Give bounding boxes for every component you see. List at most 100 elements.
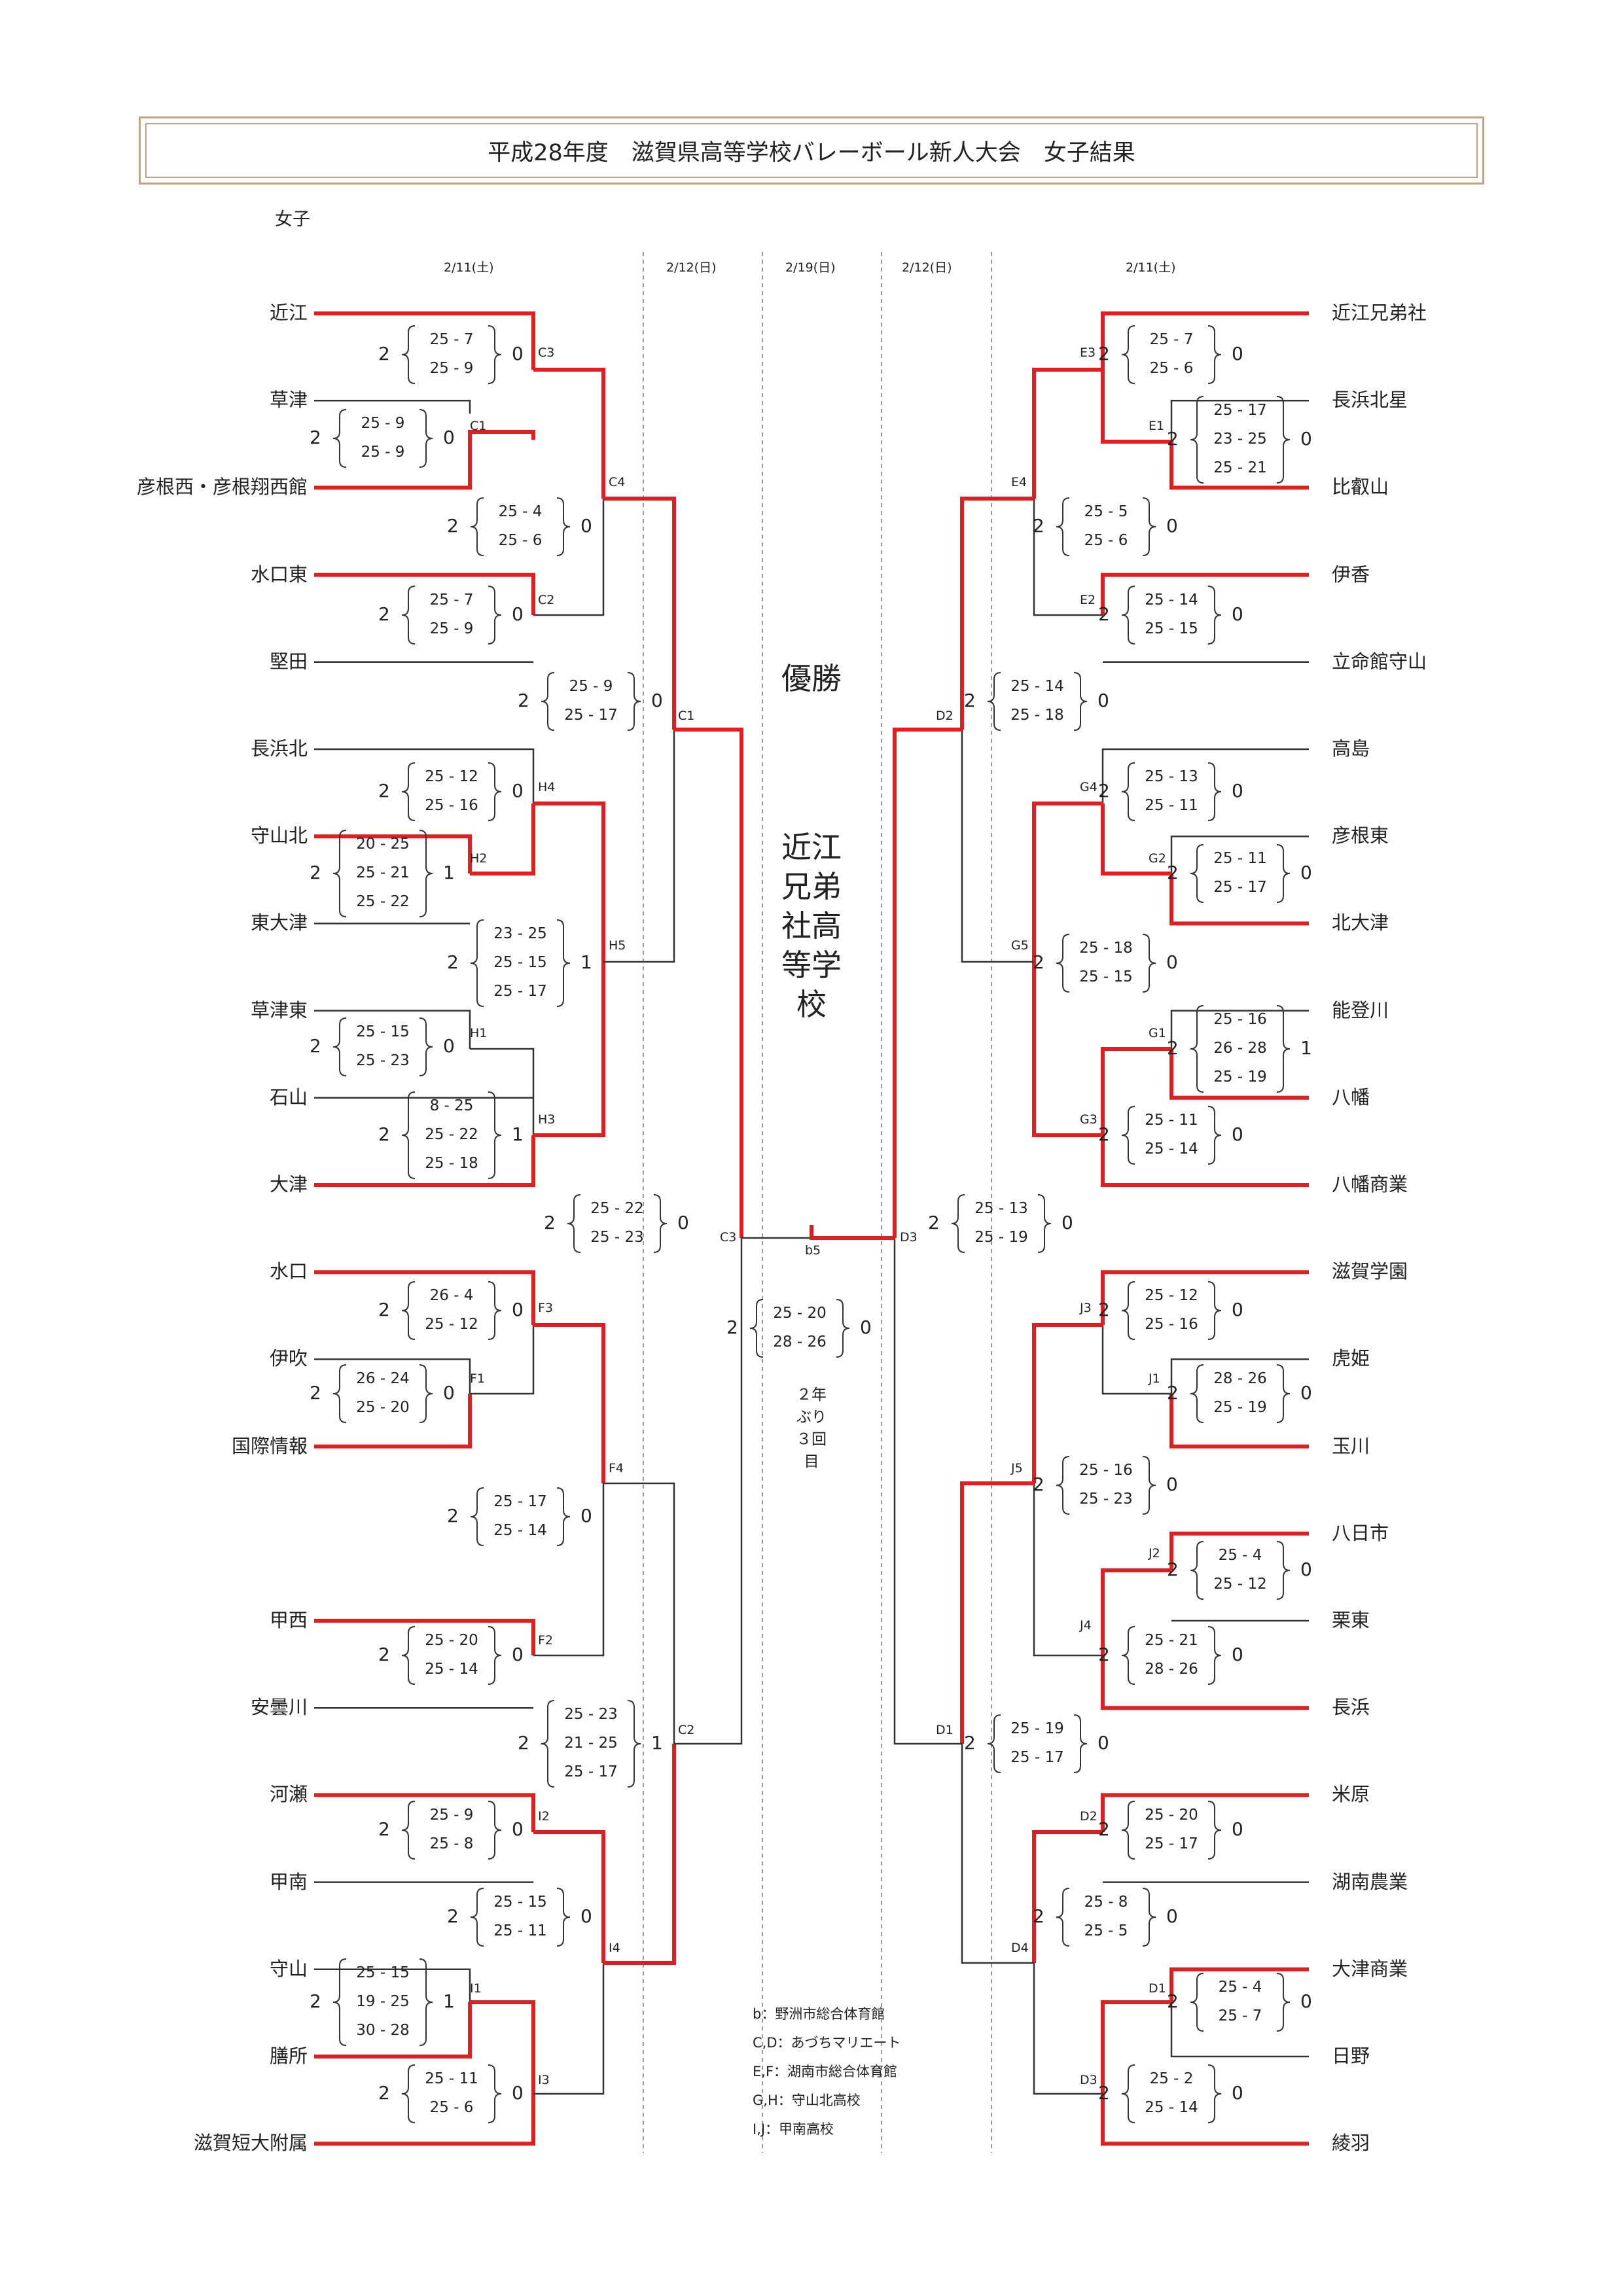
match-code: D3 <box>1080 2073 1097 2087</box>
right-brace <box>556 919 571 1007</box>
sets-won: 2 <box>726 1316 738 1338</box>
venue-line: G,H：守山北高校 <box>753 2093 861 2108</box>
set-score: 25 - 6 <box>498 532 543 549</box>
set-score: 25 - 18 <box>1079 940 1133 957</box>
match-code: E4 <box>1011 475 1027 489</box>
set-score: 23 - 25 <box>493 925 547 942</box>
set-score: 25 - 22 <box>590 1200 644 1217</box>
right-brace <box>1037 1194 1052 1253</box>
set-score: 25 - 20 <box>1145 1807 1198 1824</box>
sets-won: 2 <box>1098 1299 1110 1320</box>
set-score: 25 - 7 <box>429 592 474 609</box>
bracket-line <box>470 2000 535 2094</box>
bracket-line <box>1032 368 1103 499</box>
right-brace <box>419 1958 433 2046</box>
right-brace <box>488 1281 502 1340</box>
left-brace <box>470 1487 484 1546</box>
set-score: 25 - 20 <box>425 1632 478 1649</box>
left-brace <box>1121 2064 1135 2123</box>
left-brace <box>1056 1456 1070 1515</box>
bracket-line <box>1169 874 1309 926</box>
team-name-right: 立命館守山 <box>1332 650 1427 673</box>
match-code: J5 <box>1011 1461 1023 1475</box>
left-brace <box>1121 325 1135 384</box>
team-name-right: 長浜 <box>1332 1696 1370 1719</box>
set-score: 25 - 6 <box>1084 532 1128 549</box>
date-round1-right: 2/11(土) <box>1126 260 1176 275</box>
left-brace <box>332 1017 347 1076</box>
match-code: C1 <box>678 709 695 723</box>
match-code: D1 <box>1149 1981 1166 1996</box>
set-score: 25 - 7 <box>1149 331 1194 348</box>
bracket-line <box>314 1793 535 1832</box>
bracket-line <box>1101 311 1309 370</box>
sets-lost: 1 <box>651 1732 663 1754</box>
set-score: 25 - 14 <box>1145 1140 1198 1157</box>
sets-won: 2 <box>378 343 390 364</box>
bracket-line <box>533 1830 605 1963</box>
set-score: 25 - 16 <box>1213 1011 1267 1028</box>
bracket-line <box>1032 1323 1103 1483</box>
match-code: E1 <box>1149 419 1165 433</box>
team-name-right: 栗東 <box>1332 1609 1370 1631</box>
bracket-line <box>961 1744 1034 1964</box>
left-brace <box>951 1194 965 1253</box>
team-name-right: 滋賀学園 <box>1332 1260 1408 1283</box>
bracket-line <box>1170 2002 1309 2058</box>
venue-line: I,J：甲南高校 <box>753 2121 834 2137</box>
sets-lost: 0 <box>512 1644 524 1665</box>
left-brace <box>332 1364 347 1423</box>
bracket-line <box>314 1358 471 1394</box>
match-code: C2 <box>538 593 555 607</box>
set-score: 26 - 28 <box>1213 1040 1267 1057</box>
right-brace <box>488 325 502 384</box>
venue-line: b：野洲市総合体育館 <box>753 2006 885 2022</box>
set-score: 25 - 22 <box>356 893 410 910</box>
set-score: 30 - 28 <box>356 2022 410 2039</box>
sets-lost: 0 <box>1166 951 1178 973</box>
team-name-left: 東大津 <box>250 911 308 934</box>
right-brace <box>419 1017 433 1076</box>
sets-won: 2 <box>1098 603 1110 625</box>
date-round2-right: 2/12(日) <box>902 260 952 275</box>
set-score: 25 - 19 <box>1010 1720 1064 1737</box>
set-score: 25 - 20 <box>773 1305 827 1322</box>
sets-won: 2 <box>1167 428 1179 450</box>
section-label: 女子 <box>275 209 310 230</box>
sets-won: 2 <box>1167 1382 1179 1404</box>
sets-won: 2 <box>1098 2082 1110 2104</box>
left-brace <box>470 1888 484 1947</box>
bracket-line <box>470 804 535 875</box>
team-name-left: 滋賀短大附属 <box>193 2132 308 2155</box>
team-name-right: 玉川 <box>1332 1434 1370 1457</box>
bracket-line <box>674 728 743 1238</box>
team-name-left: 河瀬 <box>269 1783 308 1806</box>
sets-lost: 0 <box>1166 515 1178 537</box>
team-name-right: 能登川 <box>1332 998 1389 1021</box>
set-score: 25 - 7 <box>1218 2007 1262 2024</box>
sets-lost: 1 <box>443 1990 455 2012</box>
match-code: F3 <box>538 1301 554 1315</box>
set-score: 25 - 8 <box>1084 1894 1128 1911</box>
set-score: 25 - 17 <box>564 707 618 724</box>
set-score: 25 - 23 <box>590 1229 644 1246</box>
set-score: 25 - 8 <box>429 1835 474 1852</box>
set-score: 25 - 4 <box>498 503 543 520</box>
set-score: 28 - 26 <box>773 1333 827 1351</box>
bracket-line <box>314 1270 535 1325</box>
sets-lost: 0 <box>512 2082 524 2104</box>
sets-lost: 0 <box>677 1212 689 1233</box>
right-brace <box>653 1194 668 1253</box>
bracket-line <box>1033 1483 1103 1657</box>
set-score: 23 - 25 <box>1213 431 1267 448</box>
sets-lost: 0 <box>512 343 524 364</box>
sets-won: 2 <box>310 1035 321 1057</box>
team-name-right: 米原 <box>1332 1783 1370 1806</box>
bracket-line <box>1101 1135 1309 1187</box>
set-score: 25 - 11 <box>1145 797 1198 814</box>
match-code: F2 <box>538 1633 554 1648</box>
set-score: 25 - 19 <box>1213 1069 1267 1086</box>
set-score: 25 - 14 <box>1145 592 1198 609</box>
right-brace <box>1142 497 1156 556</box>
right-brace <box>488 1801 502 1860</box>
